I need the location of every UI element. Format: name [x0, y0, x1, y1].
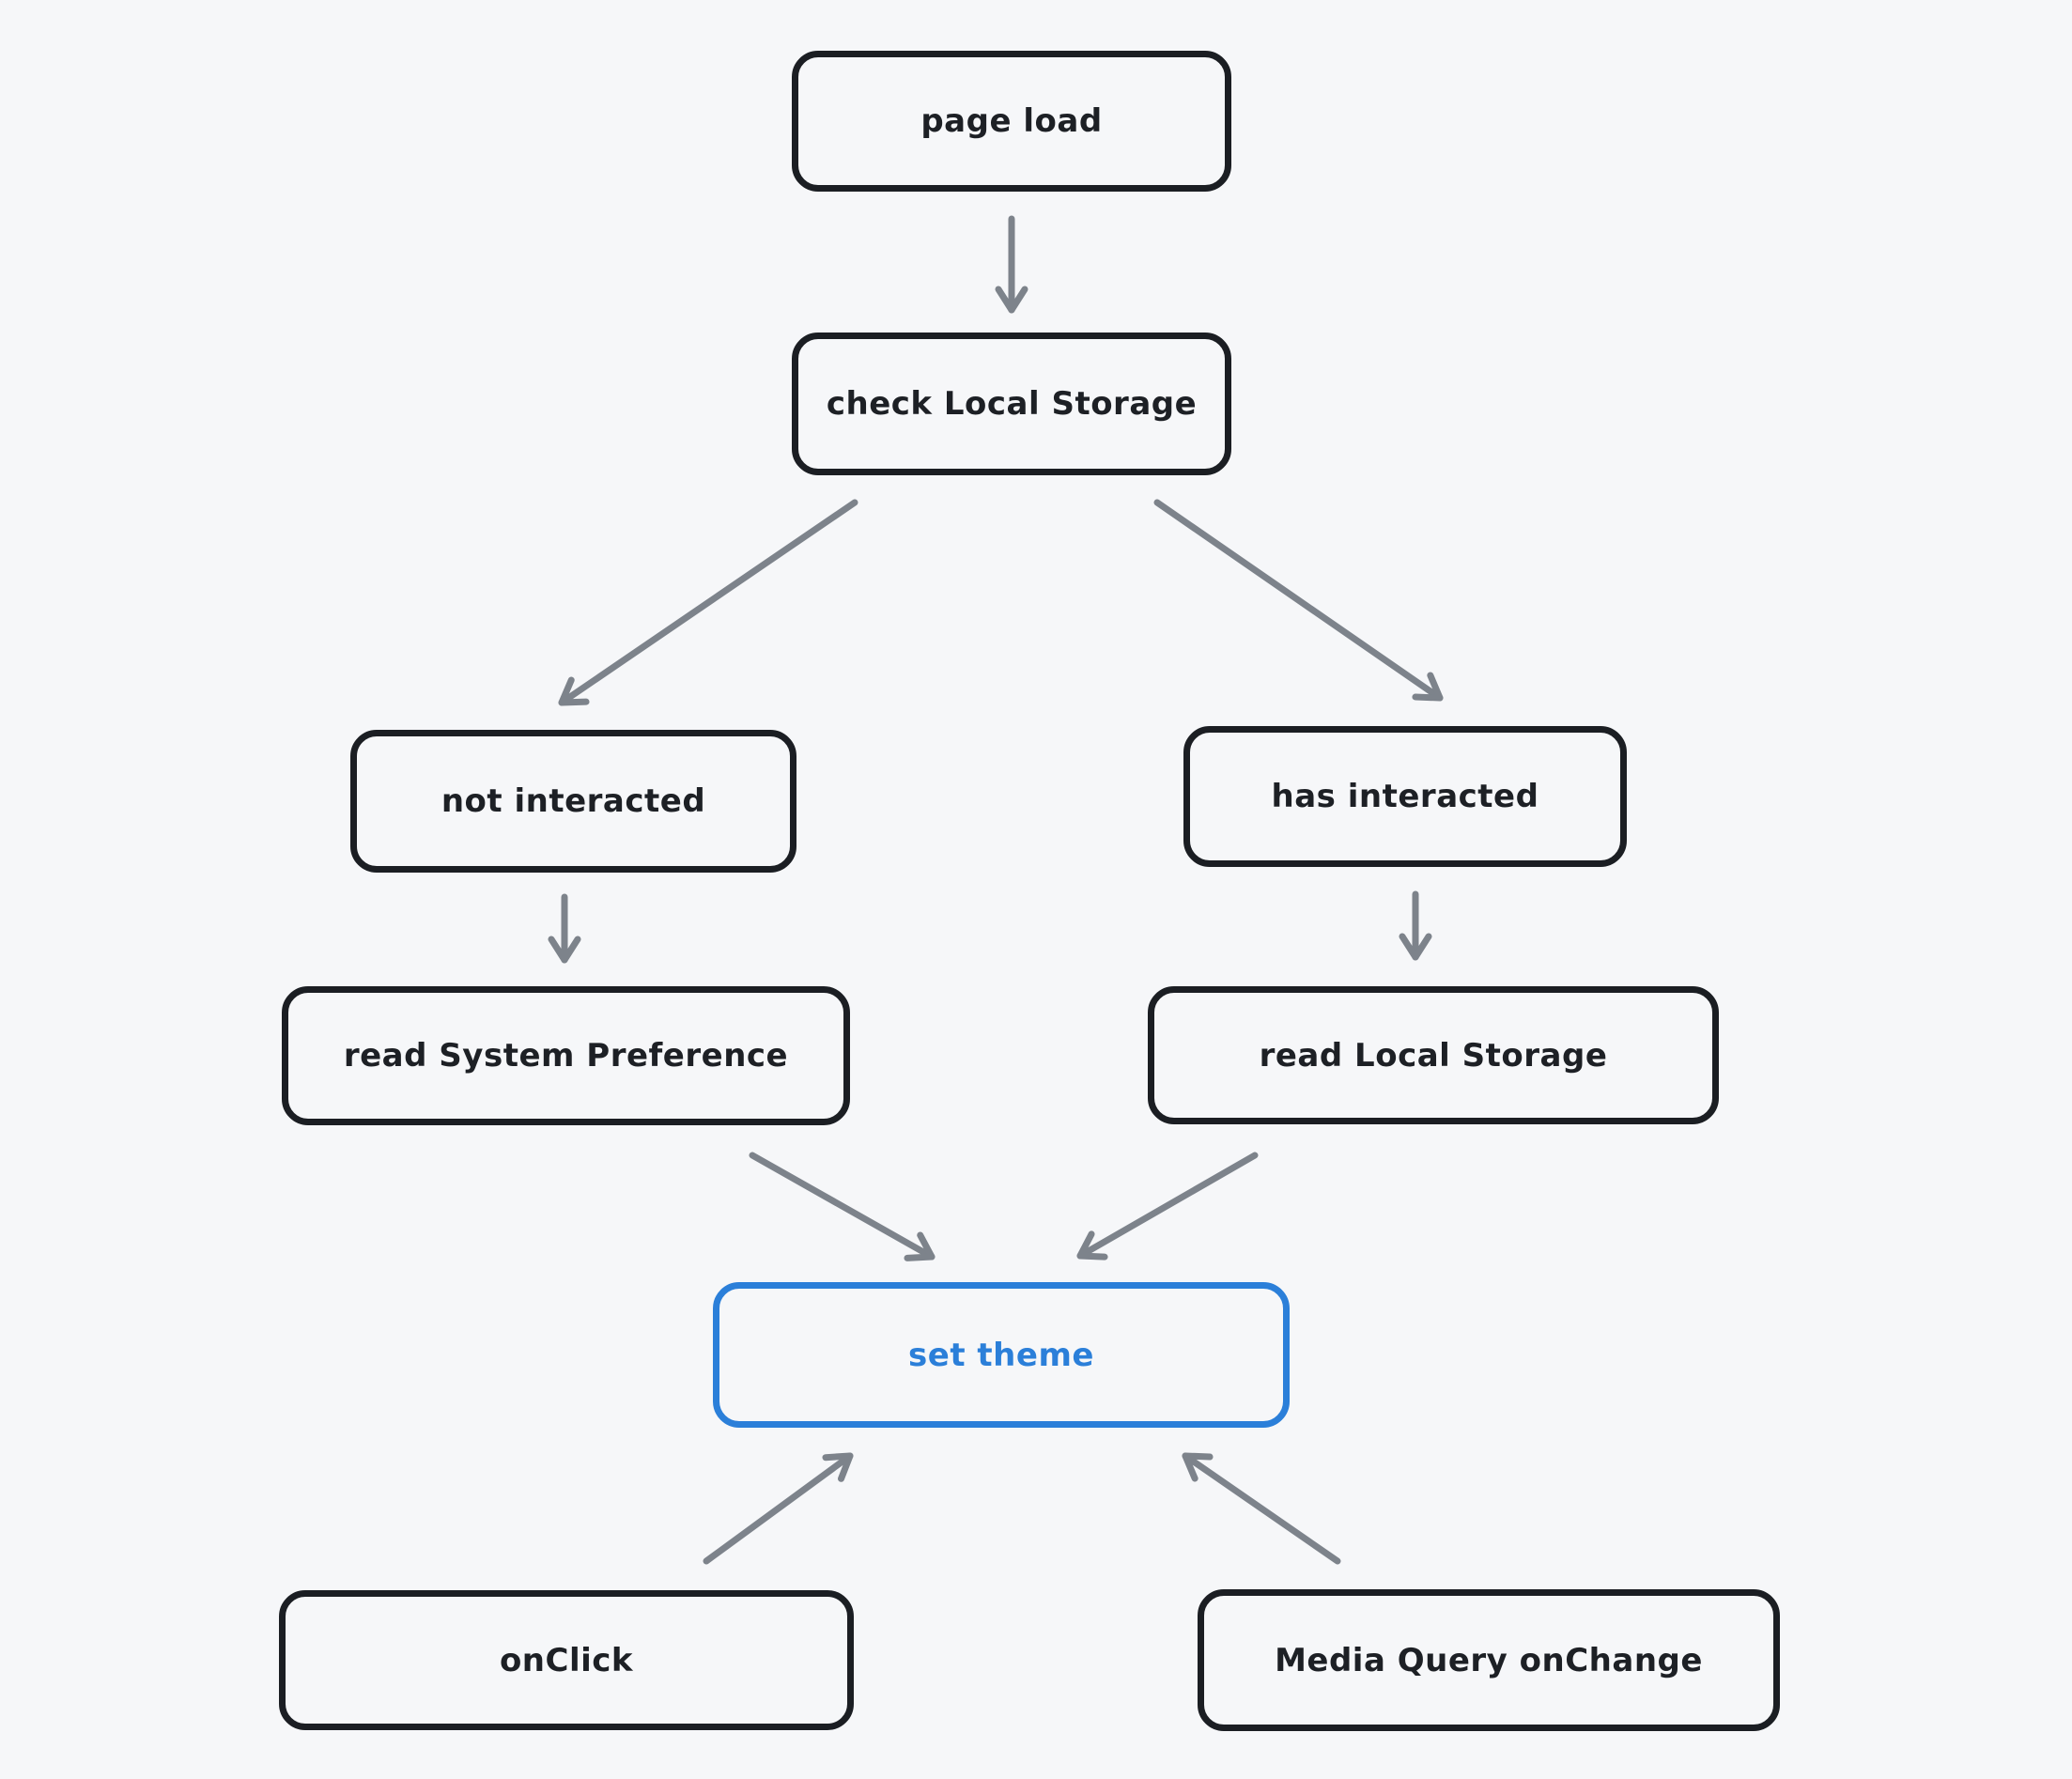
node-read-local-storage-label: read Local Storage — [1259, 1036, 1608, 1075]
node-not-interacted: not interacted — [350, 730, 796, 873]
node-read-system-preference-label: read System Preference — [343, 1037, 789, 1075]
arrow-read-system-preference-to-set-theme — [749, 1152, 935, 1261]
node-page-load: page load — [792, 51, 1231, 192]
node-set-theme: set theme — [713, 1282, 1290, 1428]
arrow-check-local-storage-to-has-interacted — [1153, 499, 1444, 702]
node-onclick-label: onClick — [499, 1641, 634, 1679]
node-has-interacted-label: has interacted — [1271, 778, 1539, 815]
node-check-local-storage-label: check Local Storage — [826, 385, 1198, 423]
node-media-query-onchange-label: Media Query onChange — [1275, 1641, 1703, 1679]
node-check-local-storage: check Local Storage — [792, 333, 1231, 475]
arrow-read-local-storage-to-set-theme — [1076, 1152, 1259, 1261]
node-set-theme-label: set theme — [908, 1336, 1094, 1374]
node-onclick: onClick — [279, 1590, 854, 1730]
node-page-load-label: page load — [920, 102, 1103, 140]
node-not-interacted-label: not interacted — [441, 782, 706, 820]
node-has-interacted: has interacted — [1183, 726, 1627, 867]
arrow-media-query-onchange-to-set-theme — [1182, 1452, 1341, 1565]
arrow-check-local-storage-to-not-interacted — [558, 499, 858, 706]
node-media-query-onchange: Media Query onChange — [1198, 1589, 1780, 1731]
node-read-local-storage: read Local Storage — [1148, 986, 1719, 1124]
arrow-onclick-to-set-theme — [703, 1452, 854, 1565]
node-read-system-preference: read System Preference — [282, 986, 850, 1125]
